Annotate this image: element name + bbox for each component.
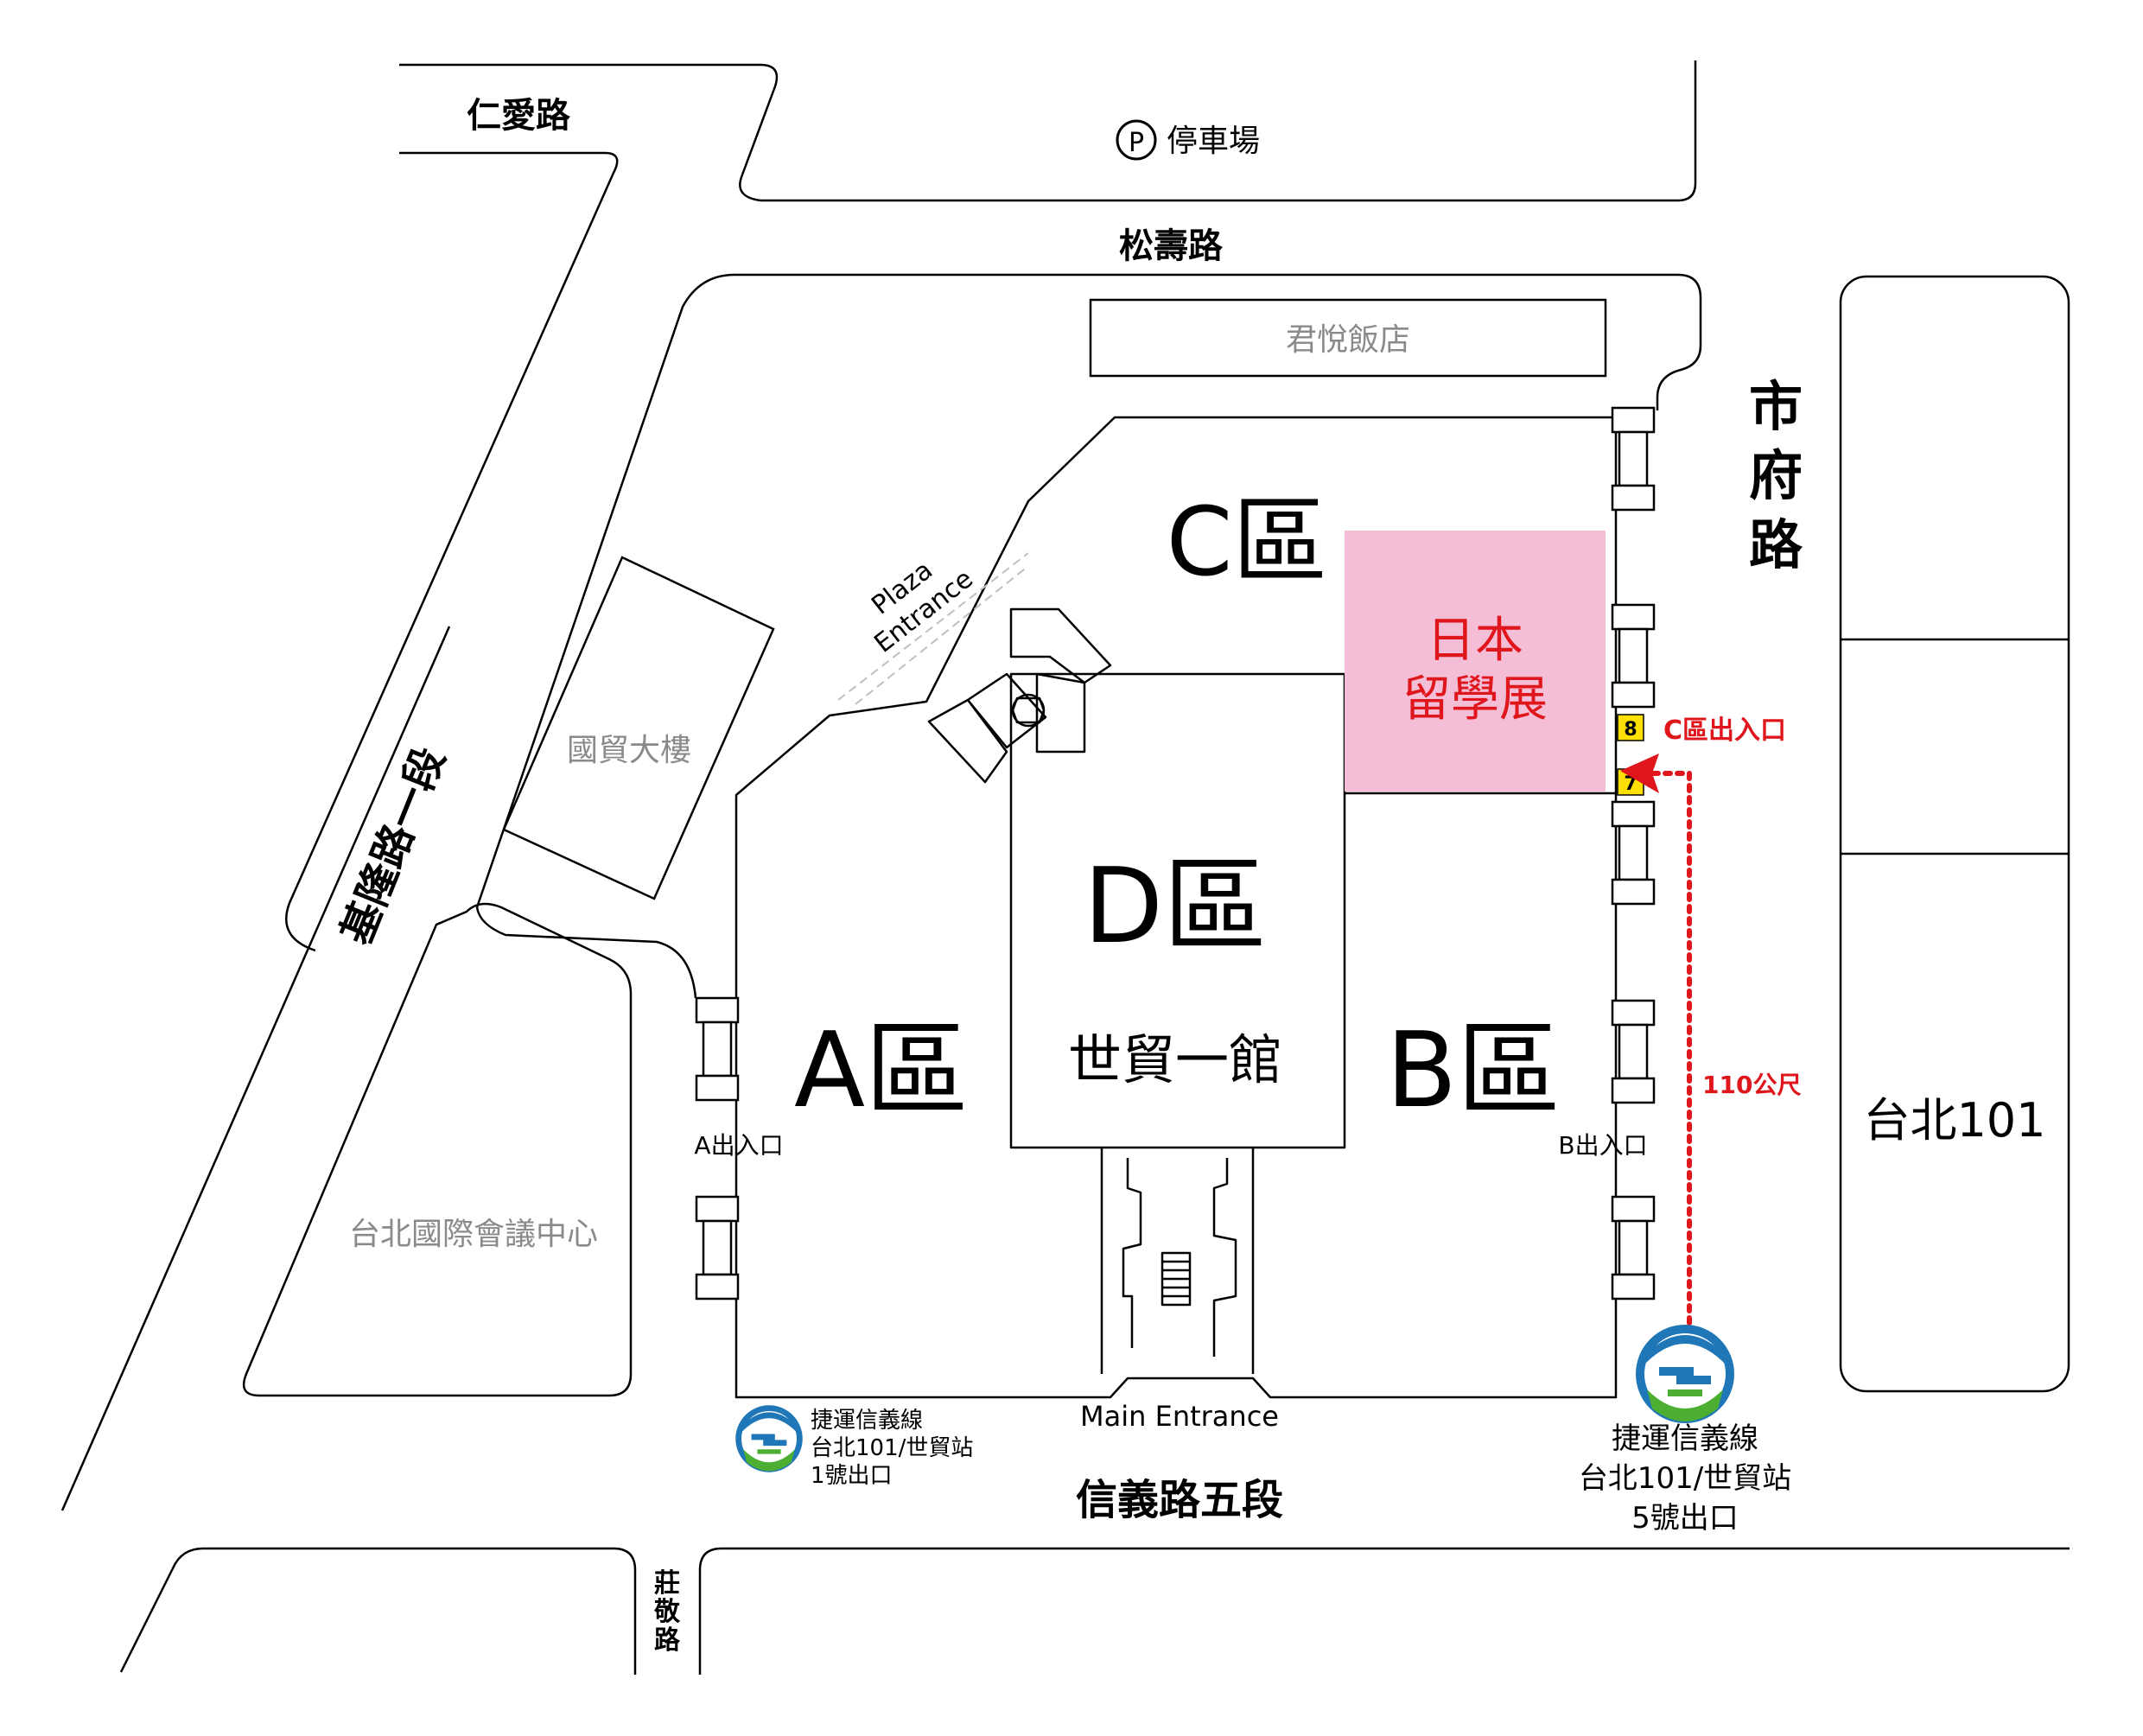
road-outlines <box>60 60 2070 1675</box>
parking-icon-letter: P <box>1129 128 1144 158</box>
road-keelung: 基隆路一段 <box>332 741 455 951</box>
central-block-outline <box>475 273 1702 908</box>
road-shifu-3: 路 <box>1749 513 1803 576</box>
hall-c-label: C區 <box>1167 486 1328 597</box>
c-exit-label: C區出入口 <box>1663 715 1786 746</box>
grand-hyatt-building <box>1089 298 1607 378</box>
mrt-exit5-line1: 捷運信義線 <box>1612 1421 1758 1456</box>
trade-building <box>502 556 775 900</box>
route-distance-label: 110公尺 <box>1702 1071 1801 1099</box>
b-exit-label: B出入口 <box>1558 1131 1647 1160</box>
plaza-entrance-path <box>837 552 1029 705</box>
parking-label: 停車場 <box>1167 124 1260 159</box>
door-markers <box>695 406 1656 1300</box>
exhibition-line2: 留學展 <box>1402 671 1548 728</box>
central-block-west-edge <box>475 906 697 999</box>
gate-8-badge <box>1617 714 1644 741</box>
hall-a-label: A區 <box>794 1011 969 1131</box>
route-arrow-icon <box>1620 754 1659 793</box>
renai-road-lower-edge <box>285 151 619 952</box>
road-zhuangjing-2: 敬 <box>653 1597 681 1627</box>
road-songshou: 松壽路 <box>1119 226 1224 266</box>
trade-building-label: 國貿大樓 <box>567 733 691 768</box>
mrt-exit1-line1: 捷運信義線 <box>811 1408 923 1434</box>
keelung-road-edge <box>60 626 451 1511</box>
taipei101-block <box>1839 275 2070 1393</box>
grand-hyatt-label: 君悅飯店 <box>1286 322 1410 358</box>
renai-road-edge <box>399 60 1697 202</box>
a-exit-label: A出入口 <box>694 1131 783 1160</box>
road-shifu-2: 府 <box>1749 444 1803 507</box>
d-hall-box <box>1009 672 1346 1149</box>
taipei101-label: 台北101 <box>1863 1093 2045 1148</box>
parking-icon <box>1116 119 1157 161</box>
hall-b-label: B區 <box>1386 1011 1561 1131</box>
ticc-block <box>242 902 633 1397</box>
mrt-exit5-line3: 5號出口 <box>1631 1501 1739 1536</box>
road-xinyi: 信義路五段 <box>1076 1476 1283 1524</box>
gate-7-label: 7 <box>1624 773 1637 795</box>
road-zhuangjing-1: 莊 <box>654 1568 680 1599</box>
japan-study-fair-area <box>1345 531 1606 792</box>
mrt-exit5-line2: 台北101/世貿站 <box>1579 1461 1791 1496</box>
mrt-exit5-logo <box>1640 1329 1730 1421</box>
hall-d-label: D區 <box>1084 847 1267 967</box>
walking-route <box>1620 754 1692 1338</box>
mrt-exit1-line3: 1號出口 <box>811 1463 893 1489</box>
exhibition-line1: 日本 <box>1427 613 1523 669</box>
bottom-block-left <box>119 1547 637 1675</box>
mrt-exit1-line2: 台北101/世貿站 <box>811 1435 973 1461</box>
road-zhuangjing-3: 路 <box>654 1625 681 1656</box>
road-shifu-1: 市 <box>1749 375 1803 438</box>
bottom-block-right <box>698 1547 2070 1675</box>
ticc-label: 台北國際會議中心 <box>349 1217 598 1252</box>
hall-d-name: 世貿一館 <box>1068 1028 1282 1091</box>
mrt-exit1-logo <box>739 1409 800 1472</box>
gate-8-label: 8 <box>1624 719 1637 741</box>
main-entrance-label: Main Entrance <box>1080 1400 1279 1433</box>
road-renai: 仁愛路 <box>467 96 571 136</box>
